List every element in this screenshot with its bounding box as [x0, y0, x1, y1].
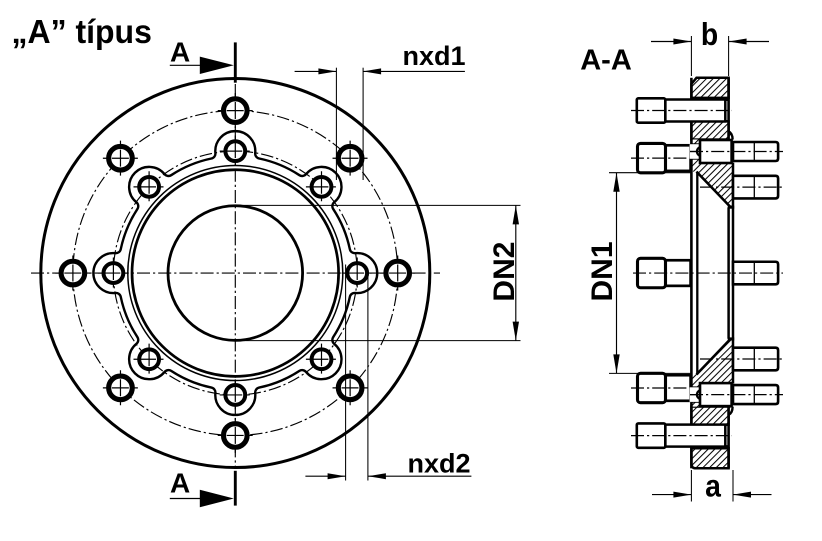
svg-text:„A” típus: „A” típus — [12, 12, 152, 50]
svg-text:A: A — [170, 37, 190, 68]
svg-text:DN2: DN2 — [488, 242, 521, 302]
svg-text:A: A — [170, 467, 190, 498]
svg-text:b: b — [701, 18, 718, 53]
svg-text:A-A: A-A — [580, 45, 632, 77]
svg-text:nxd2: nxd2 — [408, 449, 471, 479]
svg-text:nxd1: nxd1 — [403, 41, 466, 71]
svg-text:DN1: DN1 — [586, 241, 619, 301]
svg-text:a: a — [705, 469, 721, 504]
